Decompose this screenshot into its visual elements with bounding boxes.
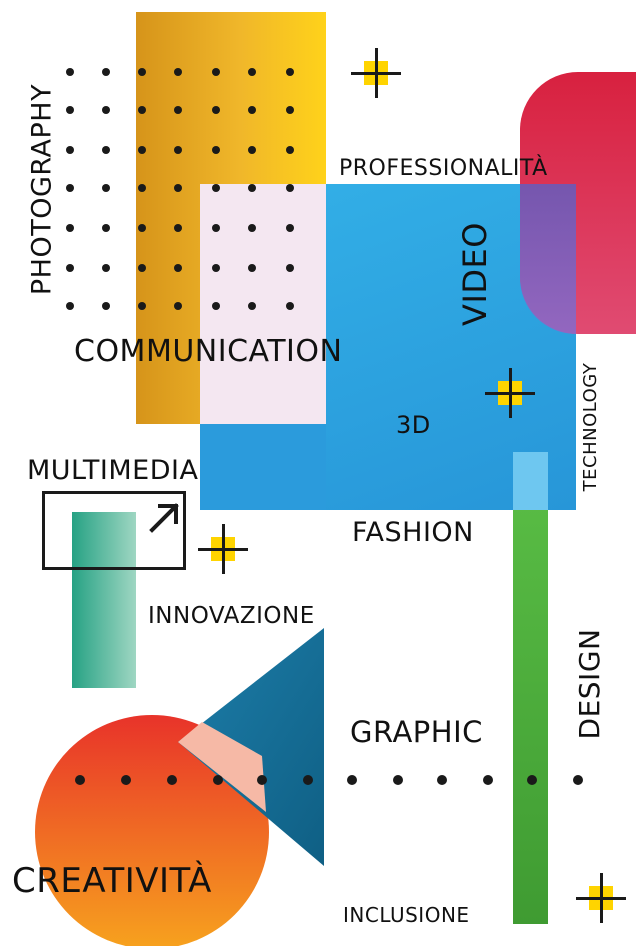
plus-marker-icon (198, 524, 248, 574)
word-inclusione: INCLUSIONE (343, 903, 470, 927)
word-video: VIDEO (456, 222, 494, 326)
green-bar (513, 452, 548, 924)
dot-line (75, 775, 583, 785)
multimedia-frame (42, 491, 186, 570)
word-3d: 3D (396, 411, 431, 439)
light-blue-tab (513, 452, 548, 510)
word-graphic: GRAPHIC (350, 715, 483, 749)
pink-panel (200, 184, 326, 424)
orange-circle (35, 715, 269, 946)
word-photography: PHOTOGRAPHY (26, 83, 58, 296)
word-multimedia: MULTIMEDIA (27, 455, 199, 486)
word-professionalita: PROFESSIONALITÀ (339, 156, 548, 181)
teal-bar (72, 512, 136, 688)
blue-square-lower (200, 424, 326, 510)
word-communication: COMMUNICATION (74, 334, 343, 369)
overlap-salmon (178, 722, 266, 812)
plus-marker-icon (576, 873, 626, 923)
plus-marker-icon (485, 368, 535, 418)
purple-overlap (520, 184, 576, 334)
word-design: DESIGN (573, 628, 606, 740)
word-fashion: FASHION (352, 517, 474, 548)
plus-marker-icon (351, 48, 401, 98)
dot-grid (66, 68, 294, 310)
navy-triangle (178, 628, 324, 866)
arrow-up-right-icon (149, 503, 179, 533)
word-innovazione: INNOVAZIONE (148, 603, 315, 629)
word-technology: TECHNOLOGY (580, 362, 601, 492)
word-creativita: CREATIVITÀ (12, 861, 212, 901)
